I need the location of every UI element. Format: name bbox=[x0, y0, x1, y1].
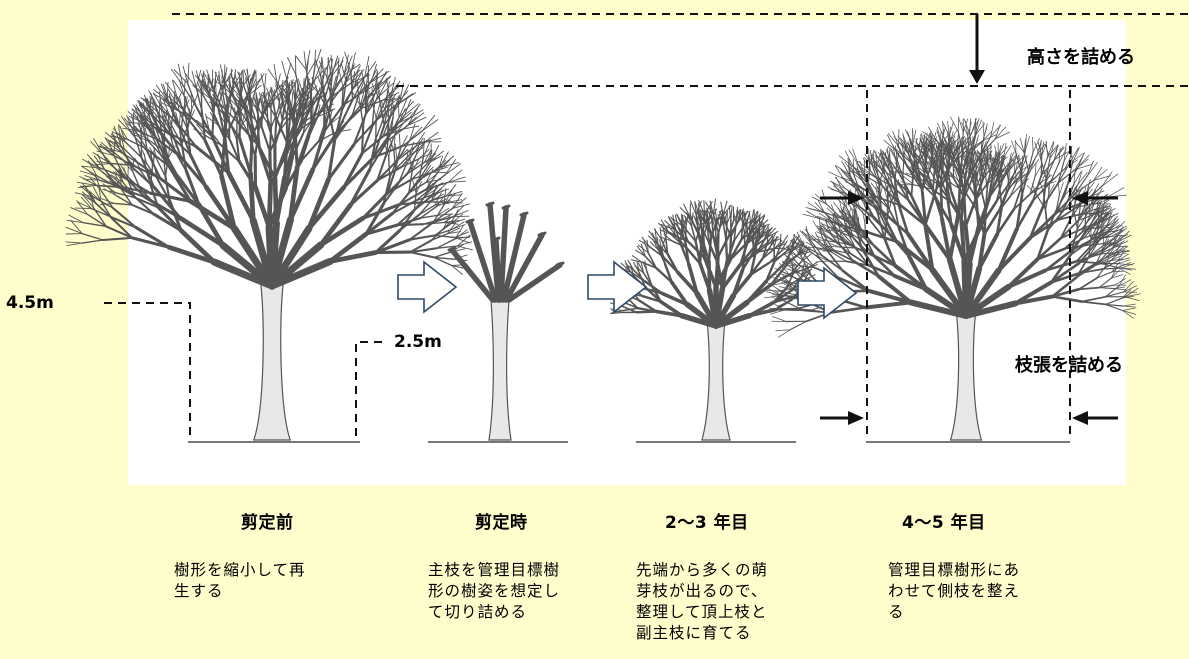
stage-title-pruning: 剪定時 bbox=[475, 513, 528, 533]
tree-year2-3 bbox=[609, 198, 823, 441]
stage-description-pruning: 主枝を管理目標樹 形の樹姿を想定し て切り詰める bbox=[428, 561, 561, 621]
reduce-height-label: 高さを詰める bbox=[1027, 47, 1135, 68]
spread-arrow-bottom-left bbox=[820, 411, 864, 425]
trees bbox=[65, 48, 1141, 441]
guide-height-after bbox=[355, 341, 382, 440]
tree-pruning bbox=[447, 201, 565, 441]
stage-arrow-2 bbox=[587, 260, 648, 314]
spread-arrow-bottom-right bbox=[1072, 411, 1118, 425]
stage-title-year2-3: 2～3 年目 bbox=[665, 513, 749, 533]
stage-description-before: 樹形を縮小して再 生する bbox=[174, 561, 306, 600]
dashed-guides bbox=[104, 13, 1189, 440]
height-arrow bbox=[969, 14, 985, 84]
stage-arrow-1 bbox=[397, 260, 458, 314]
reduce-spread-label: 枝張を詰める bbox=[1015, 355, 1123, 376]
spread-arrow-top-right bbox=[1072, 191, 1118, 205]
stage-arrows bbox=[397, 260, 858, 320]
tree-year4-5 bbox=[764, 116, 1141, 441]
height-before-label: 4.5m bbox=[6, 293, 54, 313]
stage-description-year2-3: 先端から多くの萌 芽枝が出るので、 整理して頂上枝と 副主枝に育てる bbox=[636, 561, 769, 642]
spread-arrow-top-left bbox=[820, 191, 864, 205]
stage-description-year4-5: 管理目標樹形にあ わせて側枝を整え る bbox=[888, 561, 1021, 621]
tree-before bbox=[65, 48, 473, 441]
compression-arrows bbox=[820, 14, 1118, 425]
stage-title-before: 剪定前 bbox=[241, 513, 294, 533]
stage-title-year4-5: 4～5 年目 bbox=[902, 513, 986, 533]
height-after-label: 2.5m bbox=[394, 332, 442, 352]
stage-arrow-3 bbox=[797, 266, 858, 320]
guide-height-before bbox=[104, 302, 191, 440]
